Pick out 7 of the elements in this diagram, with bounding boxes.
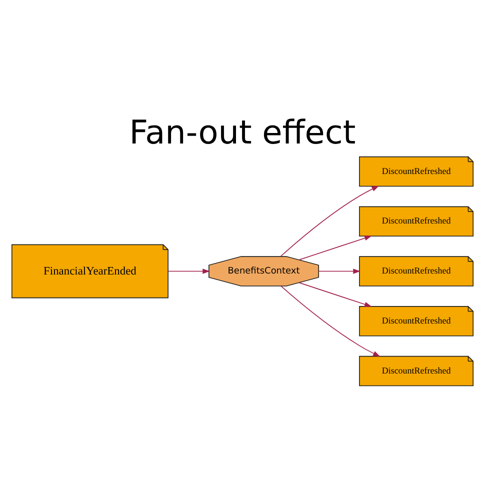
arrow (318, 268, 360, 274)
arrow (280, 186, 380, 257)
arrow (298, 282, 372, 307)
arrow (168, 268, 210, 274)
arrow (298, 236, 372, 260)
arrow (280, 286, 380, 357)
diagram-title: Fan-out effect (129, 114, 356, 152)
